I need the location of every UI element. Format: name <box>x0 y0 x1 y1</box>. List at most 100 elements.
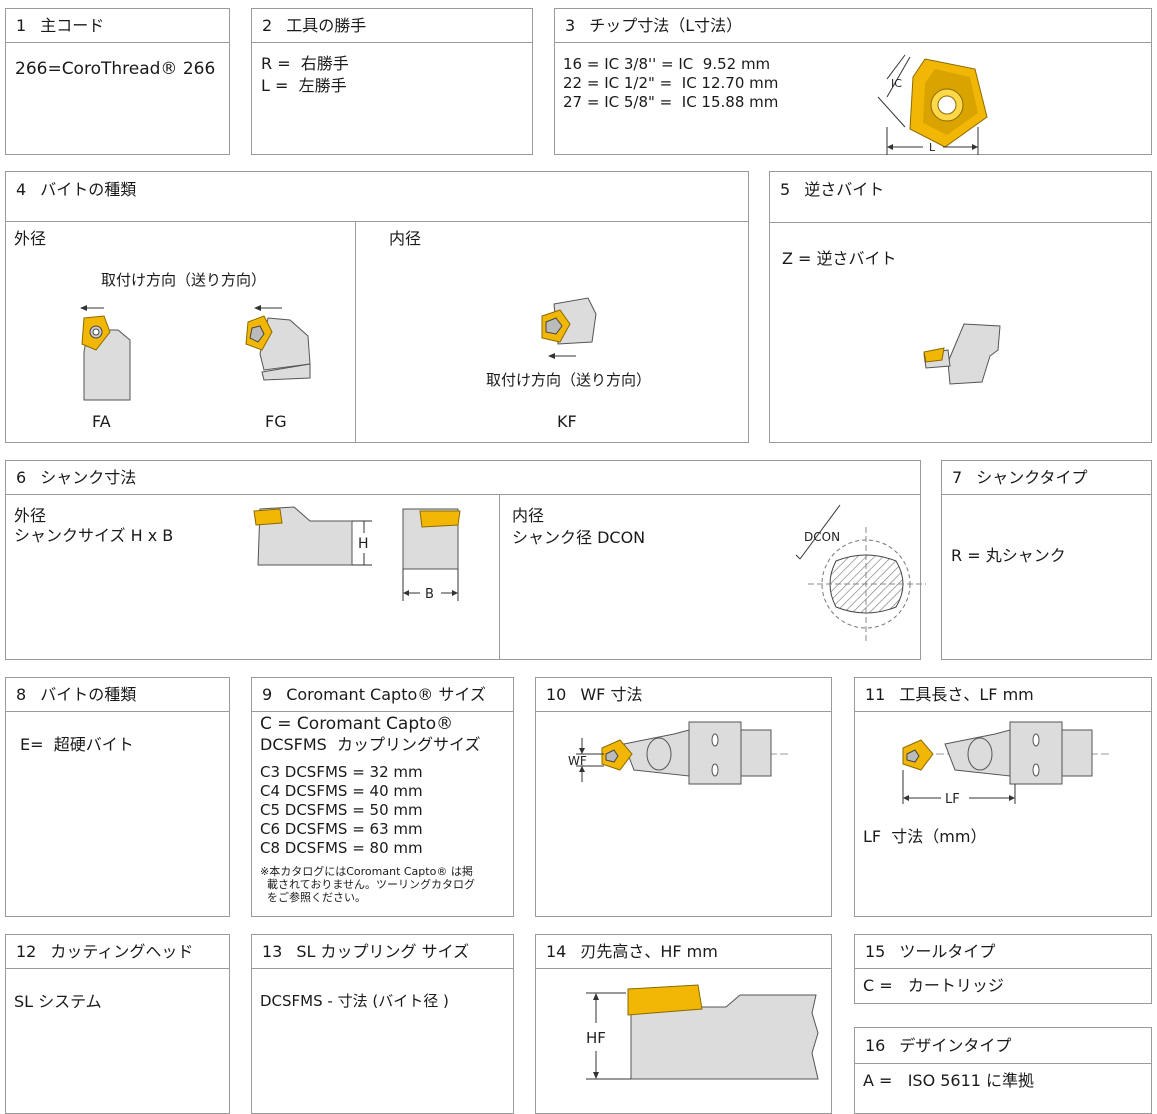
shank-size-label: シャンクサイズ H x B <box>14 526 174 545</box>
box-title: バイトの種類 <box>40 685 137 704</box>
size-line-16: 16 = IC 3/8'' = IC 9.52 mm <box>563 55 771 73</box>
right-hand-text: R = 右勝手 <box>261 54 349 73</box>
hf-label: HF <box>586 1029 606 1047</box>
size-line-22: 22 = IC 1/2" = IC 12.70 mm <box>563 74 779 92</box>
outer-shank-diagram: H B <box>253 506 461 602</box>
box-title: ツールタイプ <box>899 942 996 961</box>
box-title: デザインタイプ <box>899 1036 1012 1055</box>
box-title: 刃先高さ、HF mm <box>580 942 718 961</box>
capto-line-2: DCSFMS カップリングサイズ <box>260 735 481 754</box>
header-divider <box>770 222 1151 223</box>
box-title: 工具の勝手 <box>286 16 367 35</box>
fg-tool-icon <box>245 305 311 381</box>
box-title: 逆さバイト <box>804 180 885 199</box>
insert-diagram: IC L <box>877 54 988 155</box>
h-label: H <box>358 536 369 552</box>
fa-label: FA <box>92 412 111 431</box>
wf-label: WF <box>568 754 587 768</box>
kf-tool-icon <box>541 297 597 359</box>
tool-style-text: C = カートリッジ <box>863 976 1004 995</box>
outer-label: 外径 <box>14 229 47 248</box>
l-label: L <box>929 141 936 154</box>
lf-size-text: LF 寸法（mm） <box>863 827 987 846</box>
box-title: シャンク寸法 <box>40 468 137 487</box>
tool-kind-text: E= 超硬バイト <box>20 735 134 754</box>
column-divider <box>499 495 500 659</box>
capto-line-1: C = Coromant Capto® <box>260 714 454 734</box>
b-label: B <box>425 587 434 602</box>
fg-label: FG <box>265 412 287 431</box>
capto-size-c8: C8 DCSFMS = 80 mm <box>260 839 423 857</box>
upside-down-text: Z = 逆さバイト <box>782 249 897 268</box>
box-title: カッティングヘッド <box>50 942 194 961</box>
dcon-label: DCON <box>804 530 840 544</box>
shank-dcon-label: シャンク径 DCON <box>512 528 646 547</box>
upside-down-tool-icon <box>923 323 1001 385</box>
hf-tool-diagram: HF <box>586 984 819 1080</box>
ic-label: IC <box>891 77 902 90</box>
fa-tool-icon <box>80 305 131 401</box>
capto-size-c3: C3 DCSFMS = 32 mm <box>260 763 423 781</box>
capto-size-c6: C6 DCSFMS = 63 mm <box>260 820 423 838</box>
capto-note-1: ※本カタログにはCoromant Capto® は掲 <box>260 865 473 878</box>
box-title: チップ寸法（L寸法） <box>589 16 743 35</box>
shank-type-text: R = 丸シャンク <box>951 546 1066 565</box>
outer-label: 外径 <box>14 506 47 525</box>
box-title: SL カップリング サイズ <box>296 942 470 961</box>
capto-size-c4: C4 DCSFMS = 40 mm <box>260 782 423 800</box>
capto-note-2: 載されておりません。ツーリングカタログ <box>260 878 476 891</box>
round-shank-diagram: DCON <box>795 504 926 644</box>
main-code-text: 266=CoroThread® 266 <box>15 59 216 79</box>
lf-tool-diagram: LF <box>902 721 1110 807</box>
design-type-text: A = ISO 5611 に準拠 <box>863 1071 1035 1090</box>
lf-label: LF <box>945 792 960 807</box>
box-title: 主コード <box>40 16 105 35</box>
box-title: Coromant Capto® サイズ <box>286 685 486 704</box>
box-title: 工具長さ、LF mm <box>899 685 1034 704</box>
wf-tool-diagram: WF <box>568 721 789 785</box>
column-divider <box>355 222 356 442</box>
inner-label: 内径 <box>512 506 545 525</box>
cutting-head-text: SL システム <box>14 992 102 1011</box>
inner-label: 内径 <box>389 229 422 248</box>
sl-coupling-text: DCSFMS - 寸法 (バイト径 ) <box>260 992 449 1010</box>
kf-label: KF <box>557 412 577 431</box>
capto-note-3: をご参照ください。 <box>260 891 366 904</box>
size-line-27: 27 = IC 5/8" = IC 15.88 mm <box>563 93 779 111</box>
box-title: WF 寸法 <box>580 685 643 704</box>
direction-label-inner: 取付け方向（送り方向） <box>486 371 652 389</box>
box-title: バイトの種類 <box>40 180 137 199</box>
box-title: シャンクタイプ <box>976 468 1088 487</box>
